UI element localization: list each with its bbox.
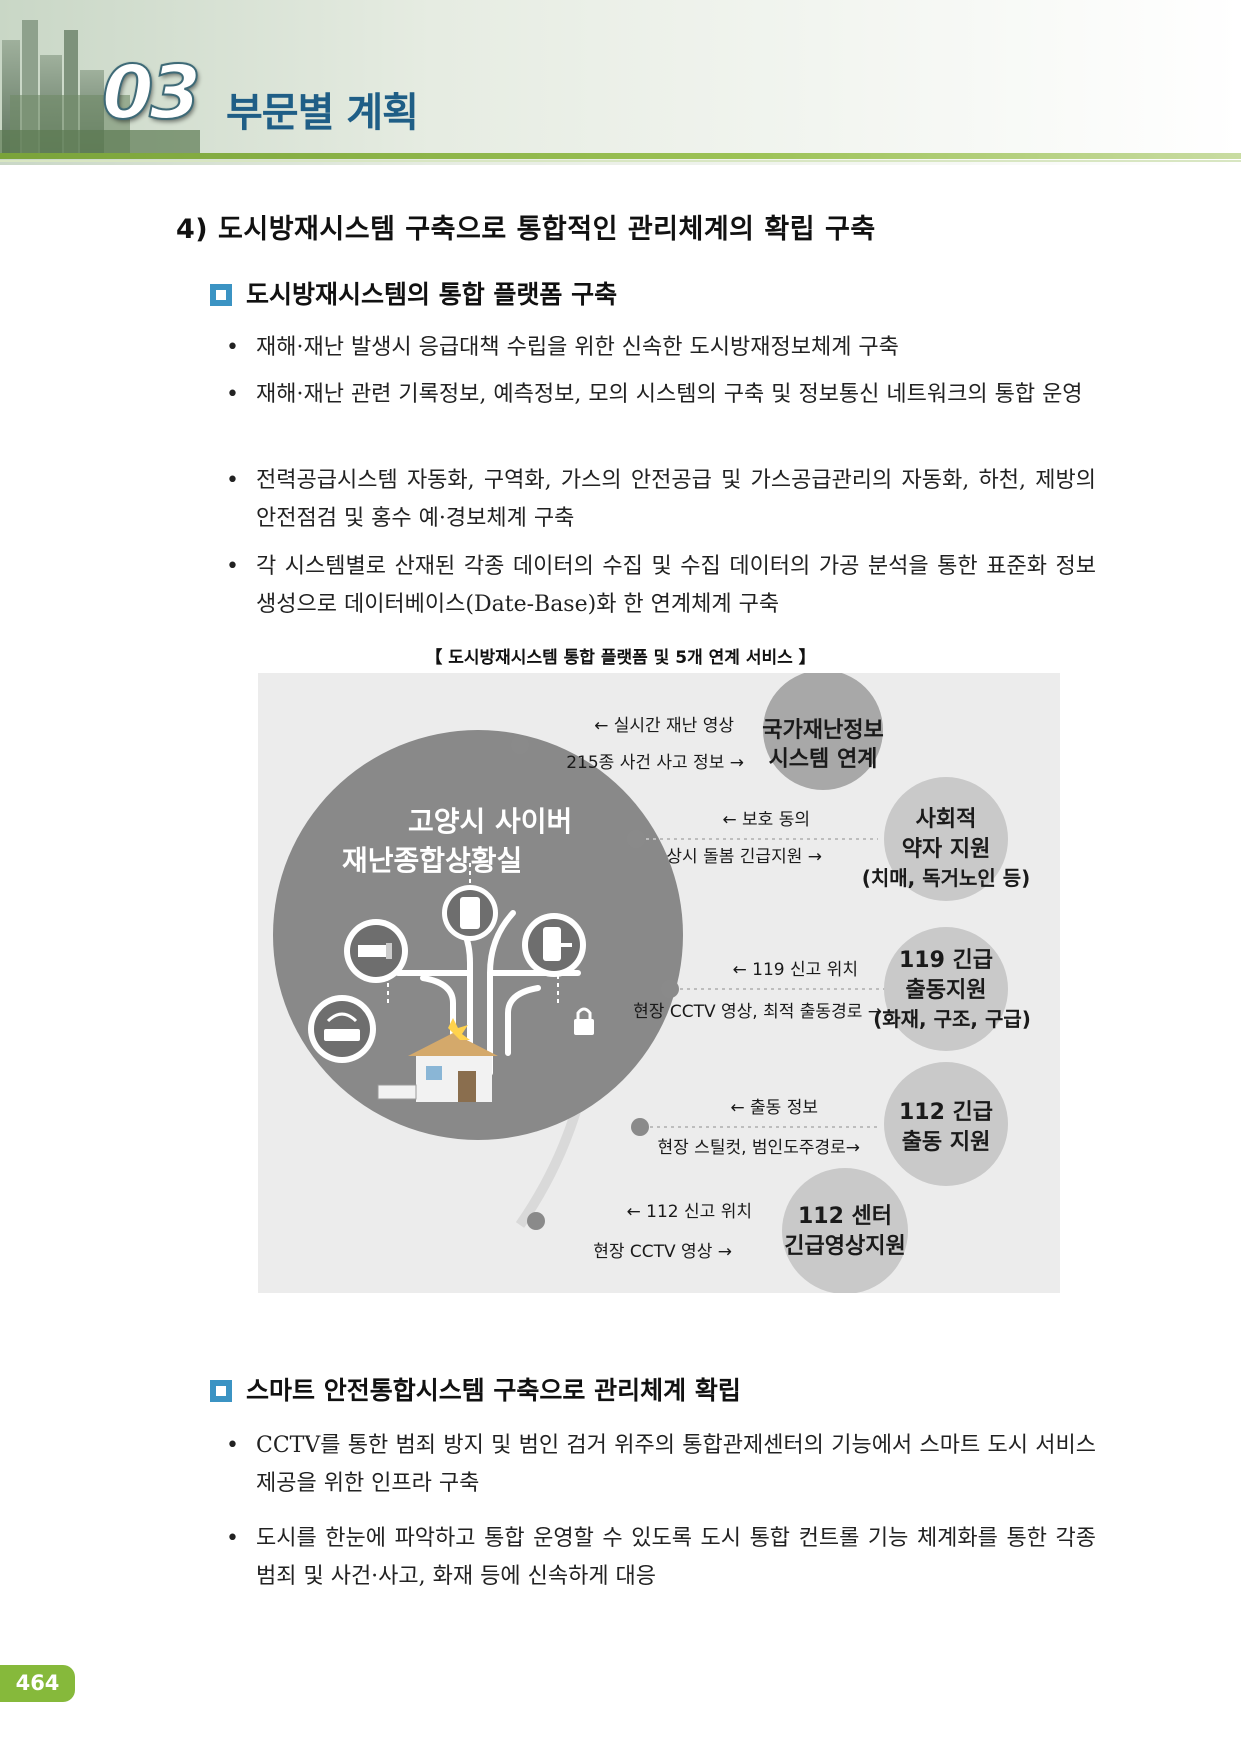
- bullet-dot-icon: •: [226, 1433, 239, 1458]
- list-item: • CCTV를 통한 범죄 방지 및 범인 검거 위주의 통합관제센터의 기능에…: [226, 1427, 1096, 1503]
- flow-label-in: ← 출동 정보: [730, 1098, 818, 1118]
- service-social-line1: 사회적: [916, 807, 977, 832]
- flow-label-out: 현장 CCTV 영상 →: [593, 1242, 732, 1262]
- service-circle-119: [884, 927, 1008, 1051]
- service-112-line2: 출동 지원: [902, 1130, 991, 1155]
- list-item-text: 재해·재난 관련 기록정보, 예측정보, 모의 시스템의 구축 및 정보통신 네…: [256, 382, 1083, 407]
- list-item-text: 전력공급시스템 자동화, 구역화, 가스의 안전공급 및 가스공급관리의 자동화…: [256, 468, 1096, 531]
- subsection-title-text: 스마트 안전통합시스템 구축으로 관리체계 확립: [246, 1376, 741, 1405]
- door-lock-icon: [522, 913, 586, 977]
- connector-dots: [511, 736, 679, 1230]
- bullet-dot-icon: •: [226, 382, 239, 407]
- list-item-text: CCTV를 통한 범죄 방지 및 범인 검거 위주의 통합관제센터의 기능에서 …: [256, 1433, 1096, 1496]
- city-skyline-image: [0, 0, 1241, 165]
- flow-label-out: 현장 CCTV 영상, 최적 출동경로 →: [633, 1002, 882, 1022]
- flow-label-in: ← 보호 동의: [722, 810, 810, 830]
- smartphone-icon: [442, 885, 498, 941]
- service-social-line2: 약자 지원: [902, 837, 991, 862]
- subsection-title-platform: 도시방재시스템의 통합 플랫폼 구축: [210, 275, 617, 311]
- flow-label-in: ← 실시간 재난 영상: [594, 716, 734, 736]
- bullet-dot-icon: •: [226, 468, 239, 493]
- service-119-line1: 119 긴급: [899, 948, 993, 973]
- header-divider: [0, 153, 1241, 159]
- chapter-header: 03 부문별 계획: [0, 0, 1241, 165]
- list-item: • 전력공급시스템 자동화, 구역화, 가스의 안전공급 및 가스공급관리의 자…: [226, 462, 1096, 538]
- center-title-line2: 재난종합상황실: [342, 844, 522, 877]
- bullet-dot-icon: •: [226, 1526, 239, 1551]
- flow-label-out: 현장 스틸컷, 범인도주경로→: [658, 1138, 861, 1158]
- section-title: 4) 도시방재시스템 구축으로 통합적인 관리체계의 확립 구축: [176, 214, 876, 245]
- flow-label-out: 상시 돌봄 긴급지원 →: [666, 847, 822, 867]
- service-112-line1: 112 긴급: [899, 1100, 993, 1125]
- list-item: • 각 시스템별로 산재된 각종 데이터의 수집 및 수집 데이터의 가공 분석…: [226, 548, 1096, 624]
- platform-diagram: 고양시 사이버 재난종합상황실: [258, 673, 1060, 1293]
- square-bullet-icon: [210, 284, 232, 306]
- flow-label-out: 215종 사건 사고 정보 →: [566, 753, 744, 773]
- page-number: 464: [0, 1665, 75, 1702]
- service-112center-line1: 112 센터: [798, 1204, 892, 1229]
- flow-label-in: ← 119 신고 위치: [733, 960, 858, 980]
- center-title-line1: 고양시 사이버: [408, 805, 572, 838]
- list-item-text: 재해·재난 발생시 응급대책 수립을 위한 신속한 도시방재정보체계 구축: [256, 335, 899, 360]
- service-social-line3: (치매, 독거노인 등): [862, 866, 1031, 890]
- bullet-dot-icon: •: [226, 335, 239, 360]
- lock-icon: [574, 1007, 594, 1035]
- service-119-line2: 출동지원: [906, 978, 987, 1003]
- service-circle-112: [884, 1062, 1008, 1186]
- service-circle-social: [884, 777, 1008, 901]
- cctv-icon: [344, 919, 408, 983]
- chapter-number: 03: [101, 49, 202, 137]
- header-divider-thin: [0, 160, 1241, 162]
- service-national-line2: 시스템 연계: [769, 747, 878, 772]
- list-item: • 도시를 한눈에 파악하고 통합 운영할 수 있도록 도시 통합 컨트롤 기능…: [226, 1520, 1096, 1596]
- service-112center-line2: 긴급영상지원: [784, 1234, 905, 1259]
- wifi-router-icon: [308, 995, 376, 1063]
- square-bullet-icon: [210, 1380, 232, 1402]
- flow-label-in: ← 112 신고 위치: [627, 1202, 752, 1222]
- chapter-title: 부문별 계획: [226, 90, 419, 136]
- service-circle-national: [763, 673, 883, 790]
- service-circle-112-center: [782, 1168, 908, 1293]
- list-item-text: 도시를 한눈에 파악하고 통합 운영할 수 있도록 도시 통합 컨트롤 기능 체…: [256, 1526, 1096, 1589]
- figure-caption: 【 도시방재시스템 통합 플랫폼 및 5개 연계 서비스 】: [425, 648, 816, 668]
- list-item-text: 각 시스템별로 산재된 각종 데이터의 수집 및 수집 데이터의 가공 분석을 …: [256, 554, 1096, 617]
- subsection-title-text: 도시방재시스템의 통합 플랫폼 구축: [246, 280, 618, 309]
- list-item: • 재해·재난 관련 기록정보, 예측정보, 모의 시스템의 구축 및 정보통신…: [226, 376, 1096, 414]
- bullet-dot-icon: •: [226, 554, 239, 579]
- house-icon: [377, 1018, 498, 1102]
- subsection-title-smart-safety: 스마트 안전통합시스템 구축으로 관리체계 확립: [210, 1371, 741, 1407]
- list-item: • 재해·재난 발생시 응급대책 수립을 위한 신속한 도시방재정보체계 구축: [226, 329, 1096, 367]
- service-national-line1: 국가재난정보: [762, 718, 883, 743]
- service-119-line3: (화재, 구조, 구급): [873, 1007, 1031, 1031]
